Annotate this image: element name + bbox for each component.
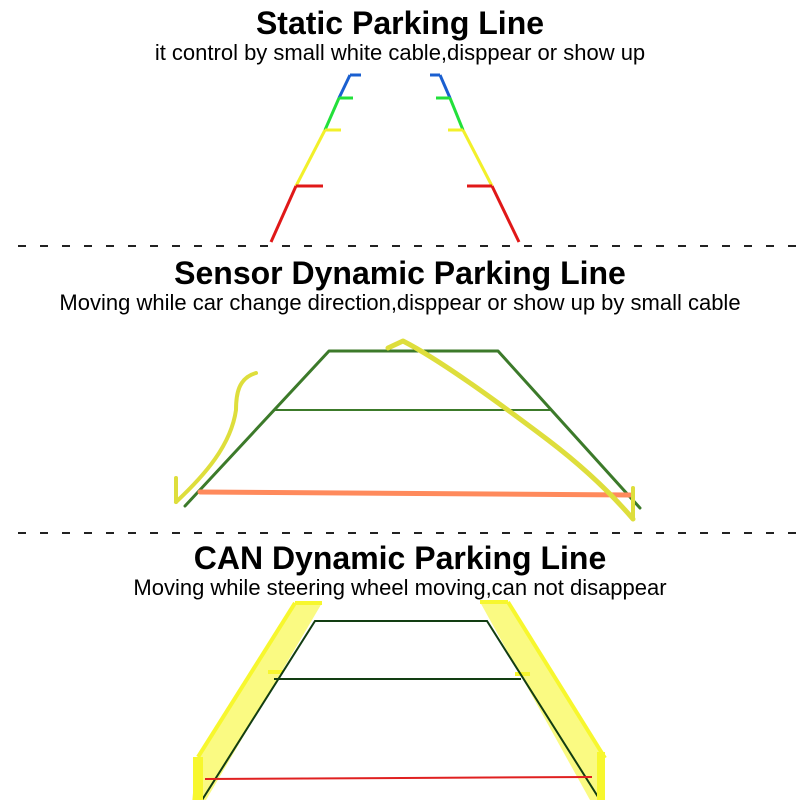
sensor-guide-trapezoid	[183, 349, 642, 510]
static-right-green-segment	[448, 97, 465, 131]
sensor-guide-bottom-line	[197, 489, 633, 498]
sensor-right-curve-arrow	[385, 338, 636, 522]
sensor-left-curve-arrow	[174, 371, 258, 504]
static-right-blue-segment	[438, 74, 452, 99]
sensor-dynamic-parking-line-title: Sensor Dynamic Parking Line	[174, 255, 626, 291]
can-dynamic-parking-guide	[192, 600, 607, 800]
can-right-yellow-band	[480, 602, 605, 800]
sensor-dynamic-parking-line-subtitle: Moving while car change direction,disppe…	[59, 290, 741, 315]
static-right-yellow-segment	[461, 129, 494, 187]
static-right-red-segment	[490, 185, 521, 243]
can-dynamic-parking-line-title: CAN Dynamic Parking Line	[193, 540, 607, 576]
static-parking-line-subtitle: it control by small white cable,disppear…	[154, 40, 646, 65]
static-left-blue-segment	[337, 74, 352, 99]
can-guide-bottom-line	[204, 776, 593, 780]
can-guide-trapezoid	[201, 620, 601, 800]
can-dynamic-parking-line-subtitle: Moving while steering wheel moving,can n…	[133, 575, 667, 600]
sensor-dynamic-parking-guide	[174, 338, 642, 522]
can-left-yellow-edge	[196, 601, 297, 759]
can-right-bottom-marker	[597, 752, 605, 800]
static-left-yellow-segment	[294, 129, 327, 187]
can-left-bottom-marker	[193, 757, 203, 800]
static-left-green-segment	[323, 97, 341, 131]
static-parking-line-title: Static Parking Line	[255, 5, 545, 41]
can-left-yellow-band	[192, 603, 322, 800]
static-parking-guide	[269, 73, 521, 243]
can-right-yellow-edge	[506, 600, 607, 760]
static-left-red-segment	[269, 185, 298, 243]
